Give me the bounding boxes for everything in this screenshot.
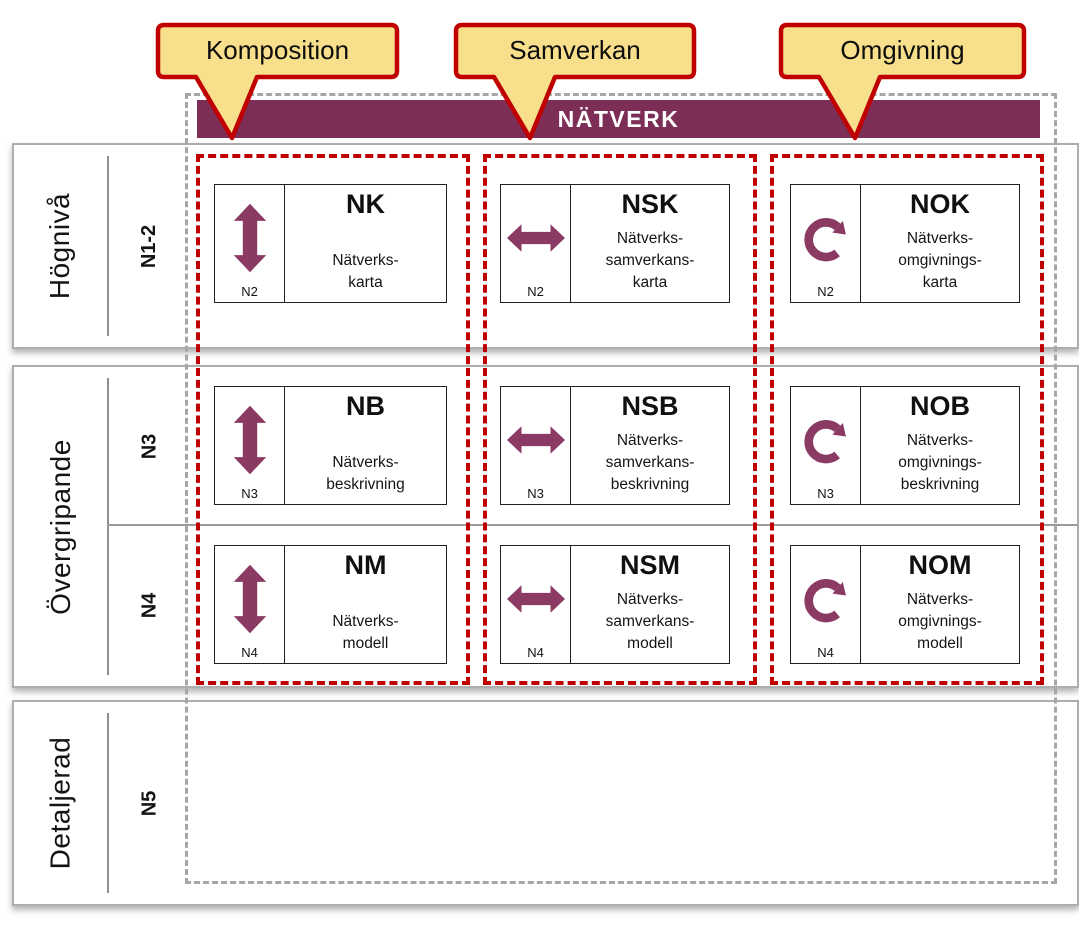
card-icon-cell: N3 [215,387,285,504]
card-text-cell: NOK Nätverks- omgivnings- karta [861,185,1019,302]
row-name-label: Övergripande [44,438,76,615]
card-code-label: NSB [621,391,679,421]
card-icon-cell: N4 [501,546,571,663]
artifact-card-nob: N3 NOB Nätverks- omgivnings- beskrivning [790,386,1020,505]
card-text-cell: NM Nätverks- modell [285,546,446,663]
artifact-card-nok: N2 NOK Nätverks- omgivnings- karta [790,184,1020,303]
callout-balloon-shape [453,22,697,141]
up-down-arrow-icon [232,552,268,646]
card-name-label: Nätverks- beskrivning [326,454,405,493]
card-text-cell: NK Nätverks- karta [285,185,446,302]
artifact-card-nsm: N4 NSM Nätverks- samverkans- modell [500,545,730,664]
callout-balloon-shape [778,22,1027,141]
artifact-card-nsk: N2 NSK Nätverks- samverkans- karta [500,184,730,303]
card-level-label: N2 [527,283,544,299]
card-level-label: N2 [817,283,834,299]
card-icon-cell: N3 [501,387,571,504]
callout-label: Omgivning [840,34,965,65]
callout-balloon-shape [155,22,400,141]
artifact-card-nk: N2 NK Nätverks- karta [214,184,447,303]
card-code-label: NK [346,189,385,219]
callout-samverkan: Samverkan [453,22,697,147]
level-cell: N4 [109,525,191,686]
level-cell: N3 [109,367,191,525]
row-name-label: Högnivå [44,192,76,300]
card-name-label: Nätverks- samverkans- modell [605,591,695,652]
card-code-label: NOB [910,391,970,421]
up-down-arrow-icon [232,393,268,487]
card-code-label: NSM [620,550,680,580]
circular-arrow-icon [800,393,852,487]
komposition-column-frame [196,154,470,685]
card-level-label: N4 [241,644,258,660]
card-icon-cell: N4 [215,546,285,663]
network-header-title: NÄTVERK [557,105,680,132]
level-label: N5 [138,790,161,816]
omgivning-column-frame [770,154,1044,685]
left-right-arrow-icon [506,393,565,487]
card-icon-cell: N2 [791,185,861,302]
card-code-label: NB [346,391,385,421]
level-label: N4 [138,592,161,619]
left-right-arrow-icon [506,552,565,646]
card-text-cell: NSK Nätverks- samverkans- karta [571,185,729,302]
level-cell: N5 [109,702,191,904]
row-divider-line [107,156,109,336]
card-level-label: N2 [241,283,258,299]
card-level-label: N4 [527,644,544,660]
card-name-label: Nätverks- karta [332,252,399,291]
card-icon-cell: N2 [501,185,571,302]
row-divider-line [107,378,109,675]
row-band-detaljerad: Detaljerad N5 [12,700,1079,906]
card-code-label: NOM [908,550,972,580]
card-name-label: Nätverks- omgivnings- beskrivning [898,432,982,493]
callout-label: Samverkan [509,34,641,65]
artifact-card-nsb: N3 NSB Nätverks- samverkans- beskrivning [500,386,730,505]
card-level-label: N3 [527,485,544,501]
row-divider-line [107,713,109,893]
artifact-card-nb: N3 NB Nätverks- beskrivning [214,386,447,505]
level-label: N1-2 [138,224,161,268]
card-level-label: N4 [817,644,834,660]
level-cell: N1-2 [109,145,191,347]
callout-label: Komposition [205,34,350,65]
card-level-label: N3 [817,485,834,501]
card-code-label: NSK [621,189,679,219]
callout-komposition: Komposition [155,22,400,147]
network-scope-dashed-frame [185,93,1057,884]
row-name-cell: Övergripande [14,367,107,686]
artifact-card-nom: N4 NOM Nätverks- omgivnings- modell [790,545,1020,664]
sublevel-divider-line [107,524,1077,526]
samverkan-column-frame [483,154,757,685]
row-name-cell: Detaljerad [14,702,107,904]
circular-arrow-icon [800,191,852,285]
artifact-card-nm: N4 NM Nätverks- modell [214,545,447,664]
card-text-cell: NOB Nätverks- omgivnings- beskrivning [861,387,1019,504]
card-name-label: Nätverks- omgivnings- karta [898,230,982,291]
card-icon-cell: N4 [791,546,861,663]
up-down-arrow-icon [232,191,268,285]
card-code-label: NOK [910,189,970,219]
card-code-label: NM [344,550,387,580]
card-text-cell: NSB Nätverks- samverkans- beskrivning [571,387,729,504]
card-name-label: Nätverks- samverkans- karta [605,230,695,291]
card-name-label: Nätverks- omgivnings- modell [898,591,982,652]
network-header-bar: NÄTVERK [197,100,1040,138]
card-text-cell: NSM Nätverks- samverkans- modell [571,546,729,663]
circular-arrow-icon [800,552,852,646]
row-name-cell: Högnivå [14,145,107,347]
callout-omgivning: Omgivning [778,22,1027,147]
card-name-label: Nätverks- samverkans- beskrivning [605,432,695,493]
card-text-cell: NB Nätverks- beskrivning [285,387,446,504]
card-icon-cell: N3 [791,387,861,504]
card-level-label: N3 [241,485,258,501]
row-name-label: Detaljerad [44,736,76,870]
level-label: N3 [138,433,161,459]
left-right-arrow-icon [506,191,565,285]
card-icon-cell: N2 [215,185,285,302]
card-text-cell: NOM Nätverks- omgivnings- modell [861,546,1019,663]
card-name-label: Nätverks- modell [332,613,399,652]
